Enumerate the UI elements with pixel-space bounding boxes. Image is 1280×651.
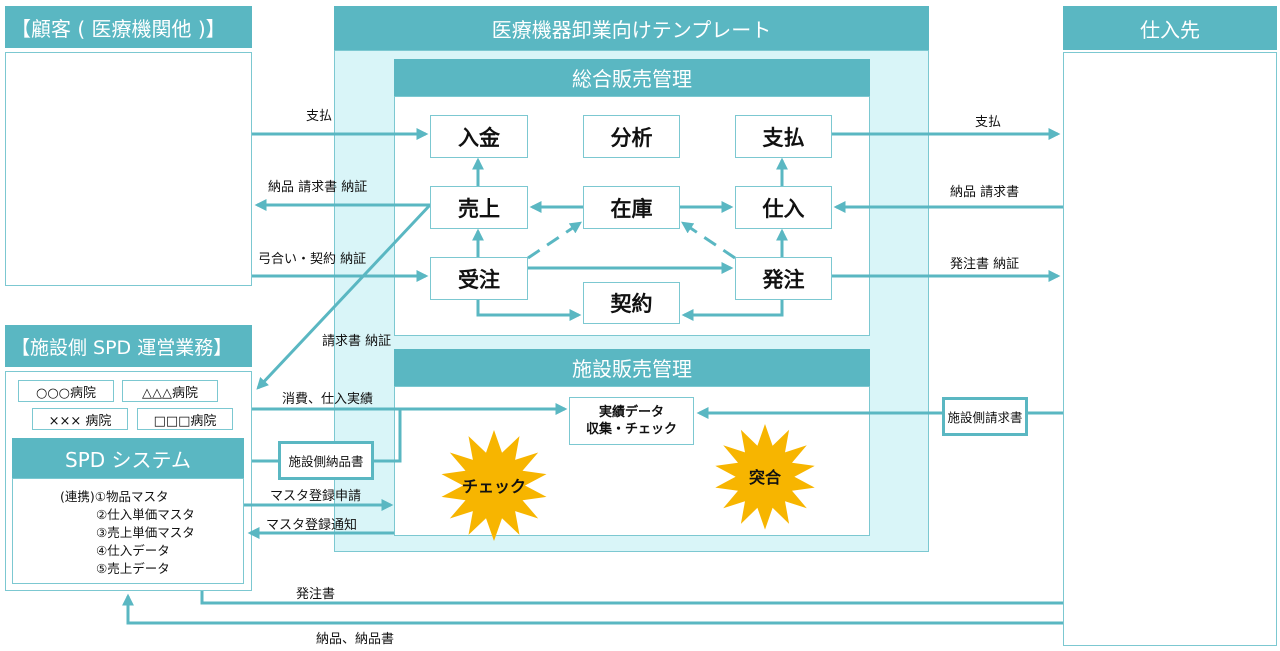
results-line-1: 実績データ — [598, 405, 664, 420]
sales-mgmt-title: 総合販売管理 — [394, 59, 870, 96]
supplier-panel — [1063, 52, 1277, 646]
node-hachu: 発注 — [735, 257, 832, 300]
node-bunseki: 分析 — [583, 115, 680, 158]
label-pay-to-supplier: 支払 — [975, 115, 1002, 130]
hospital-4: □□□病院 — [137, 408, 233, 430]
link-item-5: ⑤売上データ — [96, 561, 170, 576]
spd-system-title: SPD システム — [12, 438, 244, 478]
label-master-request: マスタ登録申請 — [270, 489, 362, 504]
label-consumption: 消費、仕入実績 — [282, 392, 374, 407]
link-item-1: (連携)①物品マスタ — [60, 489, 169, 504]
label-master-notice: マスタ登録通知 — [266, 518, 358, 533]
facility-mgmt-title: 施設販売管理 — [394, 349, 870, 386]
link-item-3: ③売上単価マスタ — [96, 525, 195, 540]
node-shiharai: 支払 — [735, 115, 832, 158]
node-nyukin: 入金 — [430, 115, 528, 158]
label-pay-from-customer: 支払 — [306, 109, 333, 124]
node-uriage: 売上 — [430, 186, 528, 229]
node-juchu: 受注 — [430, 257, 528, 300]
match-burst — [715, 424, 815, 530]
customer-panel — [5, 52, 252, 286]
label-delivery-invoice-cert: 納品 請求書 納証 — [268, 180, 368, 195]
results-box: 実績データ 収集・チェック — [569, 397, 694, 445]
link-item-4: ④仕入データ — [96, 543, 170, 558]
customer-title: 【顧客 ( 医療機関他 )】 — [5, 6, 252, 48]
results-line-2: 収集・チェック — [585, 422, 677, 437]
supplier-title: 仕入先 — [1063, 6, 1277, 50]
center-title: 医療機器卸業向けテンプレート — [334, 6, 929, 50]
delivery-note-box: 施設側納品書 — [278, 441, 374, 480]
node-zaiko: 在庫 — [583, 186, 680, 229]
hospital-2: △△△病院 — [122, 380, 218, 402]
spd-title: 【施設側 SPD 運営業務】 — [5, 325, 252, 367]
hospital-3: ××× 病院 — [32, 408, 128, 430]
facility-invoice-box: 施設側請求書 — [942, 397, 1028, 436]
label-delivery-slip: 納品、納品書 — [316, 632, 395, 647]
link-item-2: ②仕入単価マスタ — [96, 507, 195, 522]
label-invoice-cert: 請求書 納証 — [322, 334, 392, 349]
check-burst — [441, 430, 547, 541]
match-label: 突合 — [748, 468, 781, 487]
label-supplier-delivery-invoice: 納品 請求書 — [950, 185, 1020, 200]
node-keiyaku: 契約 — [583, 282, 680, 324]
spd-system-panel — [12, 478, 244, 584]
node-shiire: 仕入 — [735, 186, 832, 229]
check-label: チェック — [462, 477, 527, 496]
hospital-1: ○○○病院 — [18, 380, 114, 402]
label-order-cert: 発注書 納証 — [950, 257, 1020, 272]
label-quote-contract: 弓合い・契約 納証 — [258, 252, 367, 267]
label-order-sheet: 発注書 — [296, 587, 336, 602]
